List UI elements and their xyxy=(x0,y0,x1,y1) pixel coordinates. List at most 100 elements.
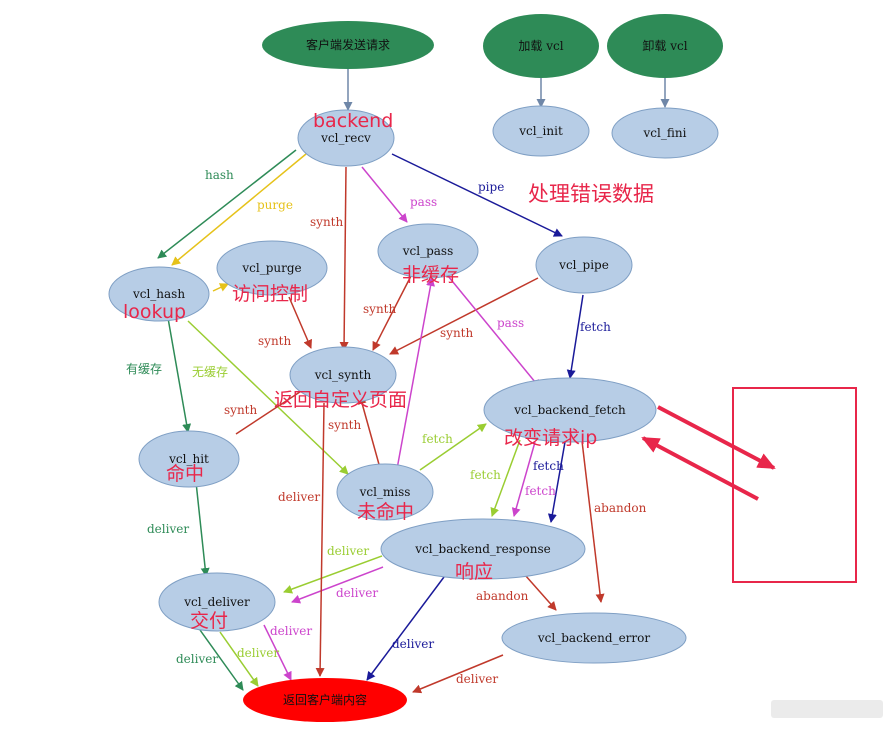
node-vcl-init: vcl_init xyxy=(492,105,590,157)
node-vcl-deliver-label: vcl_deliver xyxy=(183,595,250,609)
label-synth-hit: synth xyxy=(224,403,257,417)
edge-pass-synth xyxy=(372,273,413,351)
node-vcl-fini-label: vcl_fini xyxy=(643,126,687,140)
node-vcl-miss: vcl_miss xyxy=(336,463,434,521)
label-fetch-pipe: fetch xyxy=(580,320,611,334)
label-synth-pass: synth xyxy=(363,302,396,316)
label-hash: hash xyxy=(205,168,234,182)
node-vcl-hit-label: vcl_hit xyxy=(168,452,209,466)
annotation-arrow-from-box xyxy=(641,436,759,501)
node-vcl-backend-error: vcl_backend_error xyxy=(501,612,687,664)
edge-miss-fetch xyxy=(419,423,487,471)
edge-miss-pass xyxy=(396,277,435,470)
node-vcl-purge: vcl_purge xyxy=(216,240,328,296)
node-load-vcl-label: 加载 vcl xyxy=(518,39,563,53)
node-vcl-pass: vcl_pass xyxy=(377,223,479,279)
node-client-request-label: 客户端发送请求 xyxy=(306,37,390,52)
node-vcl-backend-fetch: vcl_backend_fetch xyxy=(483,377,657,443)
edge-fetch-resp-olive xyxy=(490,439,521,517)
label-deliver-magenta: deliver xyxy=(270,624,312,638)
node-return-client: 返回客户端内容 xyxy=(243,678,407,722)
edge-deliver-return-olive xyxy=(219,631,259,687)
node-unload-vcl-label: 卸载 vcl xyxy=(642,38,687,53)
annotation-box xyxy=(732,387,857,583)
label-fetch-olive: fetch xyxy=(470,468,501,482)
edge-pass-fetch xyxy=(447,275,541,389)
node-return-client-label: 返回客户端内容 xyxy=(283,692,367,707)
edge-resp-deliver-olive xyxy=(283,555,383,594)
node-vcl-hash: vcl_hash xyxy=(108,266,210,322)
node-vcl-hit: vcl_hit xyxy=(138,430,240,488)
label-fetch-magenta: fetch xyxy=(525,484,556,498)
annotation-backend: backend xyxy=(313,110,393,132)
label-purge: purge xyxy=(257,198,293,212)
edge-hash-hit xyxy=(167,317,192,433)
label-abandon-resp: abandon xyxy=(476,589,529,603)
label-deliver-olive: deliver xyxy=(237,646,279,660)
label-fetch-navy: fetch xyxy=(533,459,564,473)
node-vcl-miss-label: vcl_miss xyxy=(359,485,411,499)
label-synth-miss: synth xyxy=(328,418,361,432)
edge-recv-synth xyxy=(339,166,349,351)
label-not-cached: 无缓存 xyxy=(192,365,228,379)
edge-resp-error xyxy=(524,574,557,611)
edge-deliver-return-green xyxy=(199,629,244,691)
node-vcl-recv: vcl_recv xyxy=(297,109,395,167)
edge-pipe-synth xyxy=(389,277,539,355)
edge-deliver-return-magenta xyxy=(263,624,292,681)
annotation-response: 响应 xyxy=(455,561,493,583)
edge-hit-deliver xyxy=(195,481,210,577)
node-load-vcl: 加载 vcl xyxy=(483,14,599,78)
edge-miss-synth xyxy=(357,395,381,469)
label-pass-recv: pass xyxy=(410,195,437,209)
label-abandon-fetch: abandon xyxy=(594,501,647,515)
edge-resp-deliver-magenta xyxy=(291,566,384,604)
edge-pipe-fetch xyxy=(566,294,584,379)
edge-recv-purge xyxy=(171,153,307,266)
node-client-request: 客户端发送请求 xyxy=(262,21,434,69)
label-deliver-navy: deliver xyxy=(392,637,434,651)
label-pipe: pipe xyxy=(478,180,504,194)
annotation-access-control: 访问控制 xyxy=(232,283,308,305)
annotation-error-handling: 处理错误数据 xyxy=(528,182,654,206)
edge-recv-pipe xyxy=(391,153,563,237)
label-deliver-synth: deliver xyxy=(278,490,320,504)
node-vcl-backend-fetch-label: vcl_backend_fetch xyxy=(513,403,626,417)
node-vcl-init-label: vcl_init xyxy=(518,124,563,138)
edge-hit-synth xyxy=(235,383,313,435)
node-vcl-synth-label: vcl_synth xyxy=(314,368,372,382)
edge-fetch-error xyxy=(581,440,605,603)
edge-recv-pass xyxy=(361,166,408,223)
label-synth-pipe: synth xyxy=(440,326,473,340)
annotation-lookup: lookup xyxy=(123,301,186,323)
label-deliver-hit: deliver xyxy=(147,522,189,536)
annotation-no-cache: 非缓存 xyxy=(402,264,459,286)
label-deliver-resp-olive: deliver xyxy=(327,544,369,558)
edge-error-return xyxy=(412,654,504,694)
label-deliver-green: deliver xyxy=(176,652,218,666)
label-pass-fetch: pass xyxy=(497,316,524,330)
node-vcl-backend-error-label: vcl_backend_error xyxy=(537,631,650,645)
node-vcl-synth: vcl_synth xyxy=(289,346,397,404)
label-fetch-miss: fetch xyxy=(422,432,453,446)
edge-fetch-resp-navy xyxy=(547,441,566,523)
node-vcl-backend-response-label: vcl_backend_response xyxy=(414,542,551,556)
node-vcl-pipe: vcl_pipe xyxy=(535,236,633,294)
annotation-miss: 未命中 xyxy=(357,501,414,523)
annotation-custom-page: 返回自定义页面 xyxy=(274,389,407,411)
annotation-modify-request: 改变请求ip xyxy=(504,427,597,449)
edges xyxy=(157,69,670,694)
nodes: 客户端发送请求 加载 vcl 卸载 vcl vcl_recv vcl_init … xyxy=(108,14,723,722)
label-synth-recv: synth xyxy=(310,215,343,229)
edge-purge-synth xyxy=(288,296,312,349)
edge-synth-return xyxy=(315,402,325,677)
watermark-blur xyxy=(771,700,883,718)
edge-hash-purge xyxy=(212,283,229,292)
edge-fetch-resp-magenta xyxy=(511,441,536,517)
node-vcl-pipe-label: vcl_pipe xyxy=(558,258,609,272)
annotation-arrow-to-box xyxy=(657,405,776,470)
node-vcl-backend-response: vcl_backend_response xyxy=(380,518,586,580)
node-vcl-deliver: vcl_deliver xyxy=(158,572,276,632)
